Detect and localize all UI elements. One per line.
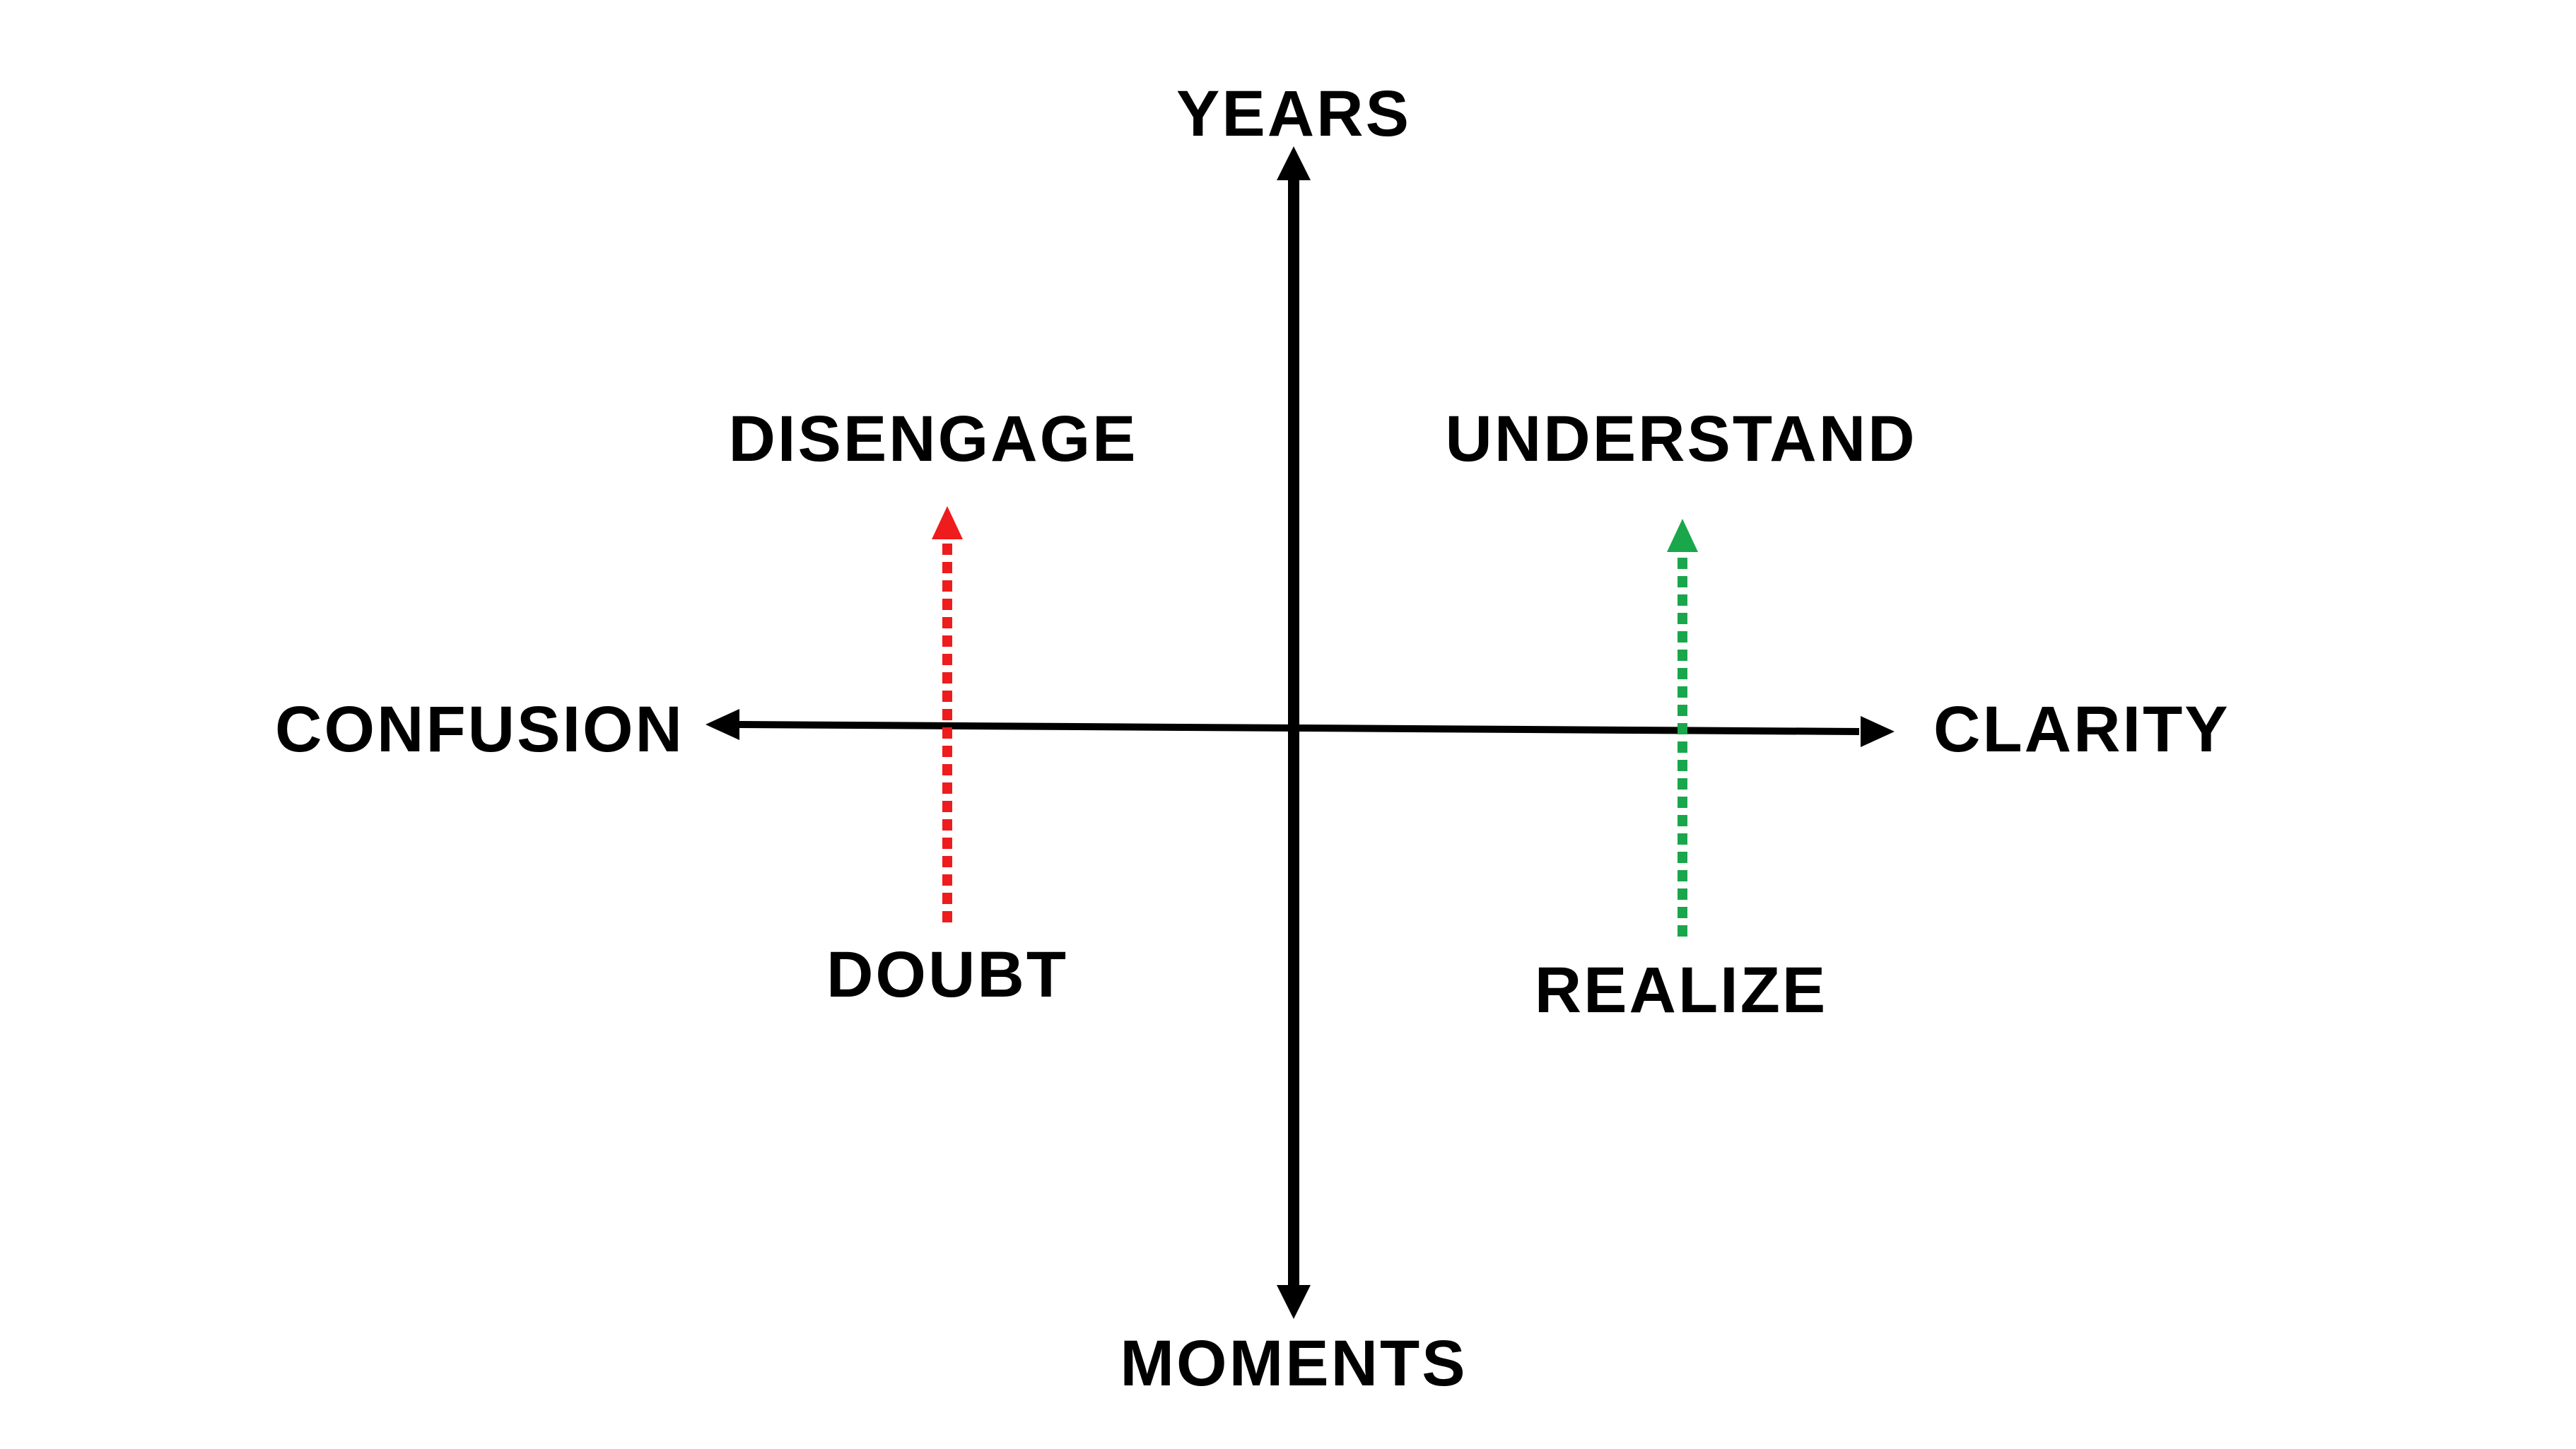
axis-label-confusion: CONFUSION <box>275 693 684 765</box>
axis-arrowhead-down <box>1277 1285 1311 1319</box>
doubt-to-disengage-arrow <box>932 506 963 922</box>
vertical-axis <box>1277 146 1311 1319</box>
label-realize: REALIZE <box>1535 954 1828 1026</box>
realize-to-understand-arrow <box>1667 519 1698 937</box>
axis-arrowhead-up <box>1277 146 1311 180</box>
red-arrowhead <box>932 506 963 539</box>
green-arrowhead <box>1667 519 1698 552</box>
quadrant-label-disengage: DISENGAGE <box>728 403 1137 475</box>
horizontal-axis-line <box>738 721 1860 735</box>
axis-label-clarity: CLARITY <box>1933 693 2230 765</box>
axis-label-moments: MOMENTS <box>1120 1327 1467 1400</box>
axis-arrowhead-right <box>1861 716 1895 747</box>
horizontal-axis <box>706 709 1895 747</box>
axis-label-years: YEARS <box>1176 78 1411 150</box>
quadrant-label-understand: UNDERSTAND <box>1445 403 1916 475</box>
label-doubt: DOUBT <box>826 939 1068 1011</box>
axis-arrowhead-left <box>706 709 739 740</box>
